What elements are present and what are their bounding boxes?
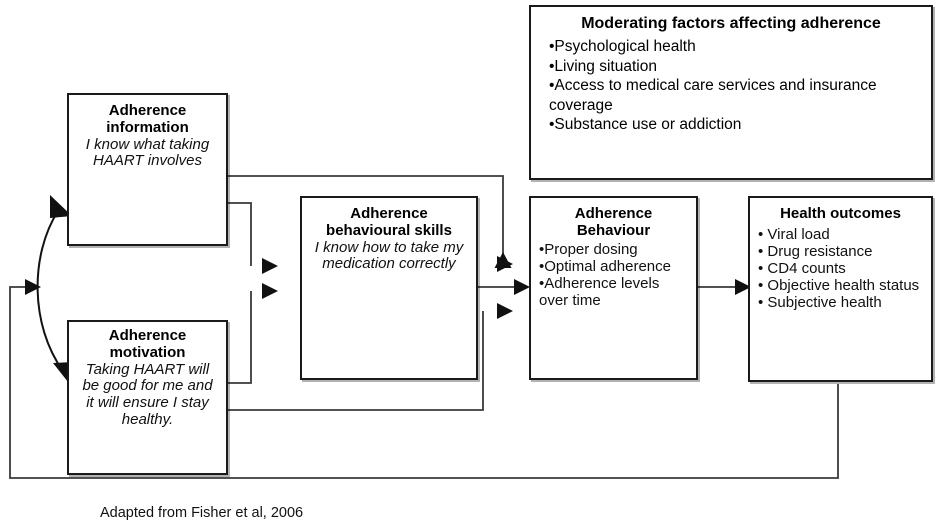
outcomes-list: • Viral load • Drug resistance • CD4 cou… xyxy=(758,226,923,311)
motivation-title-line2: motivation xyxy=(109,343,186,361)
list-item: •Adherence levels over time xyxy=(539,274,660,309)
wire-information-motivation-bidirectional xyxy=(36,210,64,372)
information-italic: I know what taking HAART involves xyxy=(85,135,210,170)
list-item: •Psychological health xyxy=(549,38,696,55)
behaviour-list: •Proper dosing •Optimal adherence •Adher… xyxy=(539,241,688,309)
list-item: • Drug resistance xyxy=(758,242,873,260)
list-item: •Living situation xyxy=(549,57,657,75)
wire-motivation-to-skills xyxy=(228,291,252,384)
list-item: •Proper dosing xyxy=(539,240,638,258)
behaviour-title-line1: Adherence xyxy=(574,205,653,222)
motivation-title-line1: Adherence xyxy=(108,327,187,344)
behaviour-title-line2: Behaviour xyxy=(576,221,651,239)
list-item: •Substance use or addiction xyxy=(549,116,742,134)
box-adherence-motivation: Adherence motivation Taking HAART will b… xyxy=(67,320,228,475)
list-item: • Viral load xyxy=(758,225,830,243)
box-health-outcomes: Health outcomes • Viral load • Drug resi… xyxy=(748,196,933,382)
information-title-line1: Adherence xyxy=(108,102,187,119)
skills-title-line1: Adherence xyxy=(350,205,428,222)
motivation-italic: Taking HAART will be good for me and it … xyxy=(82,360,213,428)
box-moderating-factors: Moderating factors affecting adherence •… xyxy=(529,5,933,180)
wire-information-to-skills xyxy=(228,202,252,266)
list-item: •Access to medical care services and ins… xyxy=(549,77,877,114)
box-adherence-information: Adherence information I know what taking… xyxy=(67,93,228,246)
skills-title-line2: behavioural skills xyxy=(326,221,452,239)
source-caption: Adapted from Fisher et al, 2006 xyxy=(100,505,304,521)
information-title-line2: information xyxy=(106,118,189,136)
arrow-tips xyxy=(25,256,751,319)
moderating-list: •Psychological health •Living situation … xyxy=(539,37,923,135)
box-behavioural-skills: Adherence behavioural skills I know how … xyxy=(300,196,478,380)
wire-outcomes-feedback xyxy=(9,286,839,479)
list-item: •Optimal adherence xyxy=(539,257,671,275)
box-adherence-behaviour: Adherence Behaviour •Proper dosing •Opti… xyxy=(529,196,698,380)
outcomes-title: Health outcomes xyxy=(780,205,901,222)
skills-italic: I know how to take my medication correct… xyxy=(314,238,464,273)
moderating-title: Moderating factors affecting adherence xyxy=(581,15,881,32)
list-item: • Subjective health xyxy=(758,294,882,312)
wire-information-to-behaviour xyxy=(228,175,504,264)
wire-motivation-to-behaviour xyxy=(228,311,484,411)
list-item: • Objective health status xyxy=(758,277,920,295)
list-item: • CD4 counts xyxy=(758,259,846,277)
